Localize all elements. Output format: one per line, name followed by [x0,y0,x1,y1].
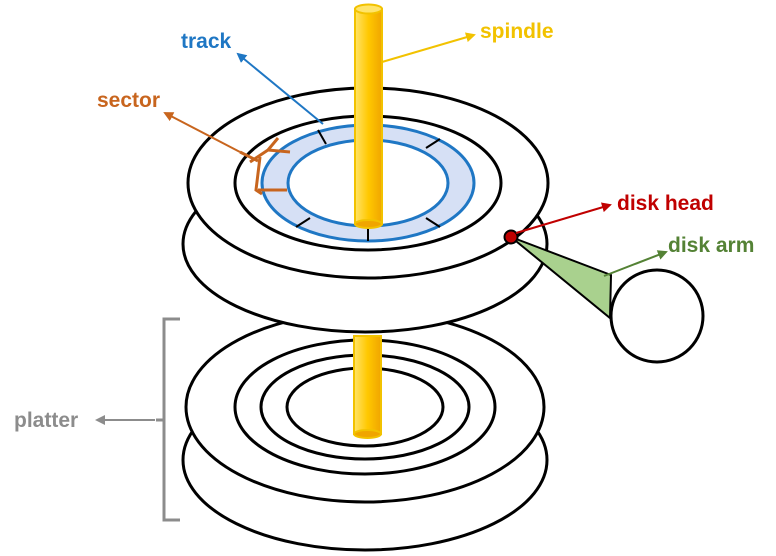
disk-head-dot [503,229,519,245]
disk-arm [510,236,705,364]
platter-bracket [156,317,180,522]
disk-head-label: disk head [617,192,714,215]
track-ring [260,123,476,243]
spindle-lower-segment [353,335,382,439]
sector-label: sector [97,89,160,112]
disk-arm-label: disk arm [668,234,754,257]
track-label: track [181,30,232,53]
disk-arm-pivot [609,268,705,364]
spindle-label: spindle [480,20,554,43]
sector-arrow [163,112,241,153]
platter-label: platter [14,409,78,432]
disk-arm-arrow [603,250,668,277]
disk-head-arrow [515,202,612,234]
spindle-arrow [381,32,476,63]
track-arrow [236,52,324,125]
spindle-upper-segment [354,3,383,229]
sector-bracket [239,137,291,196]
